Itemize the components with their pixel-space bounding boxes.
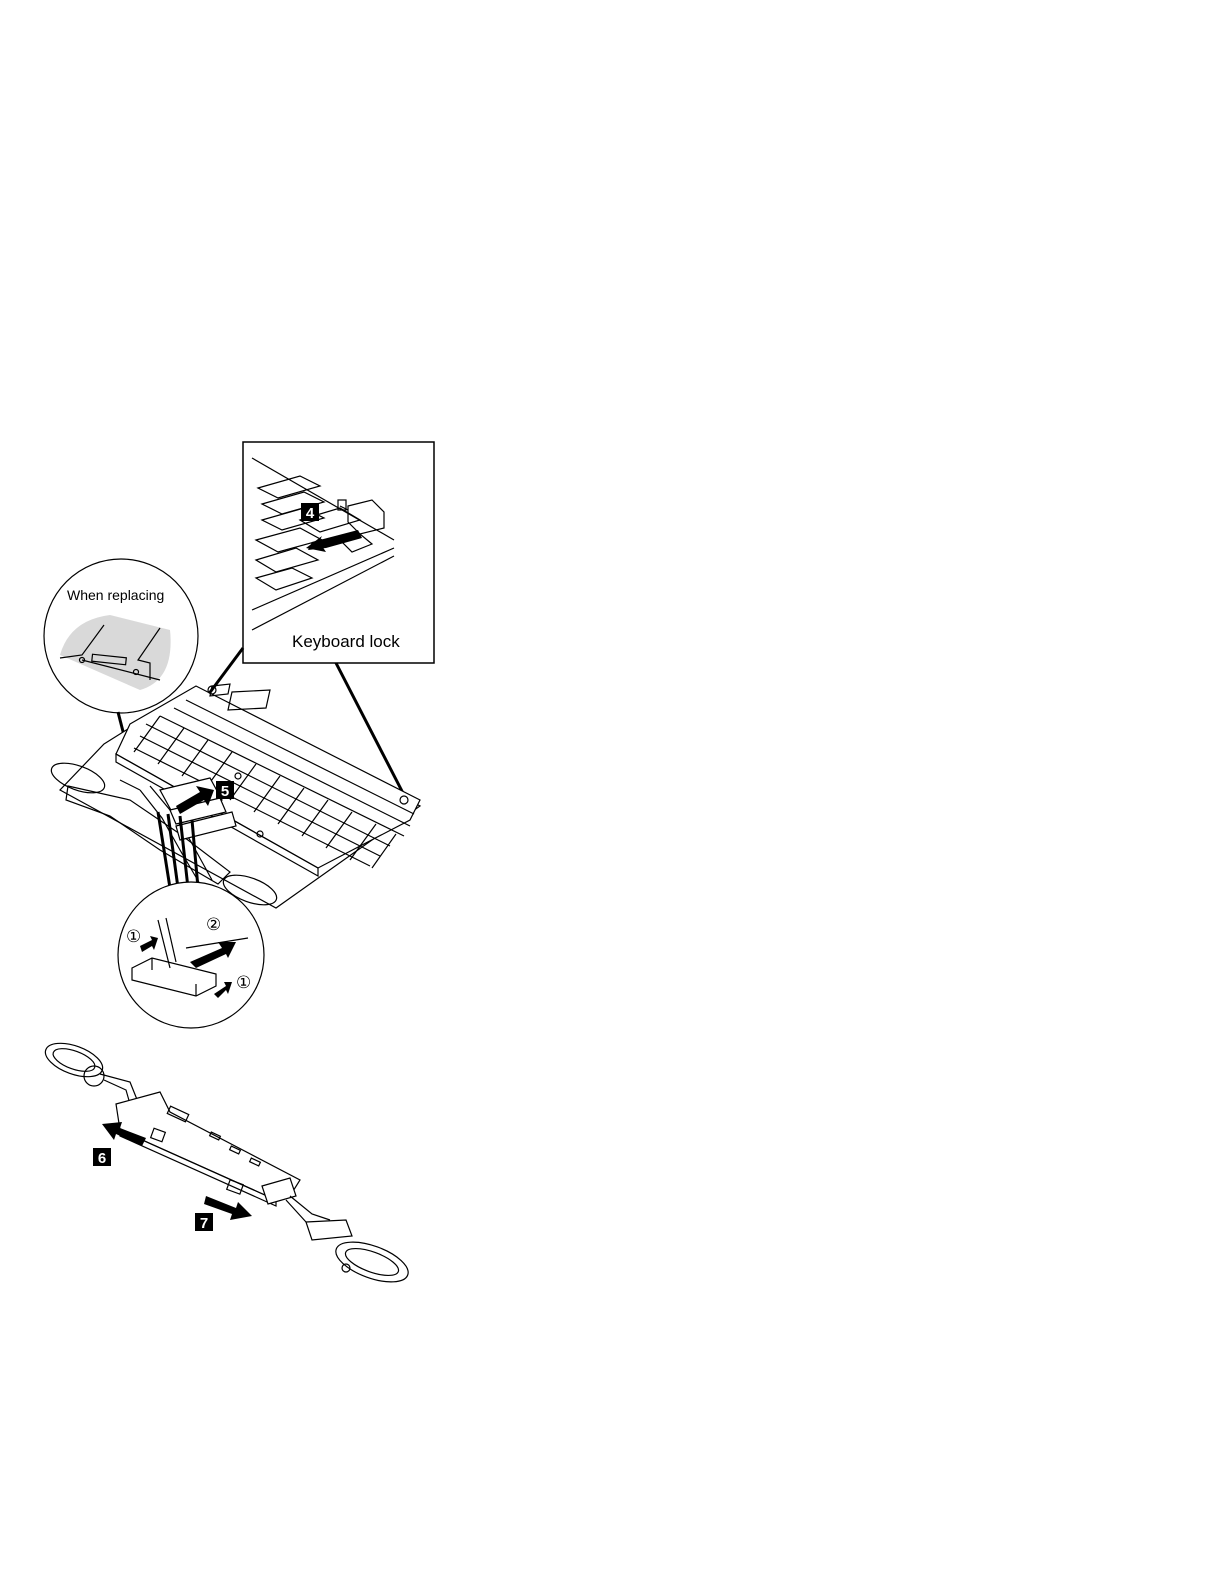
keyboard-lock-callout: 4 Keyboard lock [243,442,434,663]
step-7-badge: 7 [195,1213,213,1232]
step-5-badge: 5 [216,781,234,800]
svg-text:5: 5 [221,783,229,800]
connector-detach-callout: ① ② ① [118,882,264,1028]
svg-text:4: 4 [306,505,315,522]
when-replacing-callout: When replacing [44,559,198,713]
when-replacing-label: When replacing [67,587,164,603]
sub-step-1-right-label: ① [236,973,251,992]
svg-text:6: 6 [98,1150,106,1167]
sub-step-2-label: ② [206,915,221,934]
keyboard-lock-label: Keyboard lock [292,632,400,651]
svg-text:7: 7 [200,1215,208,1232]
sub-step-1-left-label: ① [126,927,141,946]
step-4-badge: 4 [301,503,319,522]
step-6-badge: 6 [93,1148,111,1167]
